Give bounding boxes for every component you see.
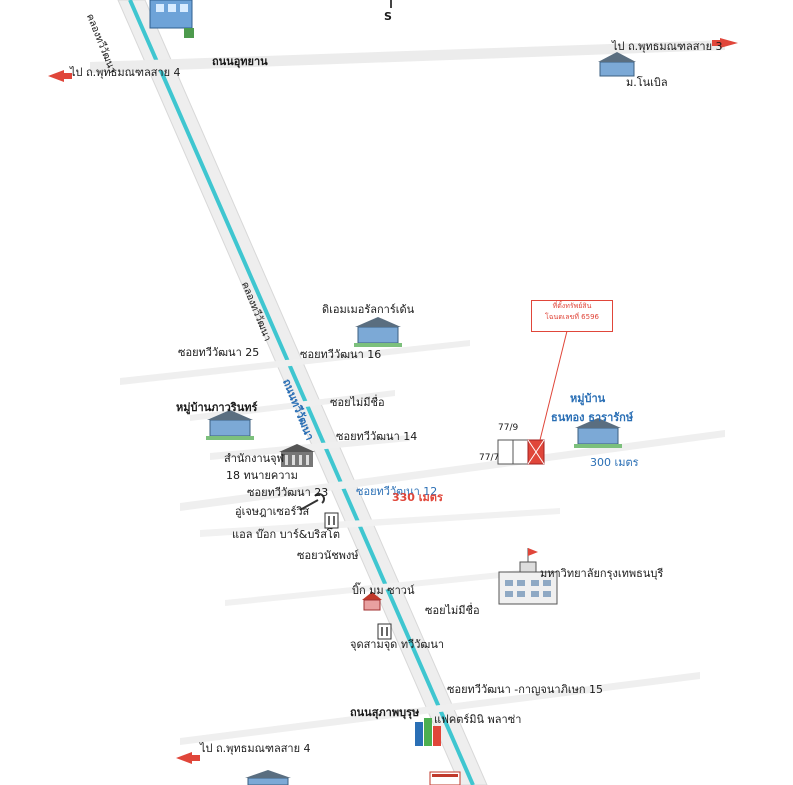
house-icon-phawarin xyxy=(206,410,254,440)
soi-wanatchapong-road xyxy=(225,570,520,606)
soi-label-wanatchapong: ซอยวนัชพงษ์ xyxy=(297,549,359,562)
place-label-monobel: ม.โนเบิล xyxy=(626,76,668,89)
soi-label-25: ซอยทวีวัฒนา 25 xyxy=(178,346,260,359)
place-label-garage: อู่เจษฎาเซอร์วิส xyxy=(235,505,310,518)
distance-label-soi12: 330 เมตร xyxy=(392,491,443,504)
arrow-left-bottom xyxy=(176,752,192,764)
place-label-university: มหาวิทยาลัยกรุงเทพธนบุรี xyxy=(540,567,664,580)
arrow-left-top-shaft xyxy=(62,73,72,79)
arrow-left-top xyxy=(48,70,64,82)
road-label-suphapburut: ถนนสุภาพบุรุษ xyxy=(350,706,420,719)
place-label-jud-sam-jud: จุดสามจุด ทวีวัฒนา xyxy=(350,638,445,651)
place-label-notary: สำนักงานจุฬ xyxy=(224,452,285,465)
place-label-village-1: หมู่บ้าน xyxy=(570,392,606,405)
soi-12-road xyxy=(180,430,725,511)
arrow-left-bottom-shaft xyxy=(190,755,200,761)
soi-label-23: ซอยทวีวัฒนา 23 xyxy=(247,486,329,499)
place-label-big-home: บิ๊ก มม ซาวน์ xyxy=(352,584,415,597)
soi-label-16: ซอยทวีวัฒนา 16 xyxy=(300,348,382,361)
place-label-mini-plaza: แฟคตร์มินิ พลาซ่า xyxy=(434,713,522,726)
house-icon-monobel xyxy=(598,52,636,77)
place-label-dm-garden: ดิเอมเมอรัลการ์เด้น xyxy=(322,303,415,316)
soi-kanchana-road xyxy=(180,672,700,745)
plot-label-b: 77/7 xyxy=(479,453,500,463)
callout-line-1: ที่ตั้งทรัพย์สิน xyxy=(552,302,592,310)
arrow-right-top-shaft xyxy=(712,40,722,46)
notary-office-icon xyxy=(279,444,315,467)
road-label-to-bm3: ไป ถ.พุทธมณฑลสาย 3 xyxy=(612,40,723,53)
store-sign-icon xyxy=(429,771,461,785)
plaza-icon xyxy=(415,718,441,746)
callout-line-2: โฉนดเลขที่ 6596 xyxy=(545,313,599,321)
house-icon-bottom xyxy=(245,770,291,785)
soi-label-14: ซอยทวีวัฒนา 14 xyxy=(336,430,418,443)
place-label-restaurant: แอล บ๊อก บาร์&บริสโต xyxy=(232,528,340,541)
office-building-icon xyxy=(149,0,194,38)
road-label-to-bm4-top: ไป ถ.พุทธมณฑลสาย 4 xyxy=(70,66,181,79)
soi-label-kanchana: ซอยทวีวัฒนา -กาญจนาภิเษก 15 xyxy=(447,683,603,696)
place-label-village-2: ธนทอง ธารารักษ์ xyxy=(551,411,634,424)
wrench-icon xyxy=(299,493,325,511)
road-label-to-bm4-bottom: ไป ถ.พุทธมณฑลสาย 4 xyxy=(200,742,311,755)
canal-line xyxy=(128,0,475,785)
soi-label-noname-2: ซอยไม่มีชื่อ xyxy=(425,604,480,617)
uthayan-road xyxy=(90,40,725,73)
store-icon xyxy=(362,592,382,611)
road-label-uthayan: ถนนอุทยาน xyxy=(212,55,268,68)
soi-noname-road xyxy=(190,390,395,421)
soi-23-road xyxy=(200,508,560,537)
soi-label-12: ซอยทวีวัฒนา 12 xyxy=(356,485,438,498)
arrow-right-top xyxy=(720,38,738,48)
distance-label-village: 300 เมตร xyxy=(590,456,639,469)
plot-label-a: 77/9 xyxy=(498,423,519,433)
soi-14-road xyxy=(210,435,410,460)
soi-label-noname-1: ซอยไม่มีชื่อ xyxy=(330,396,385,409)
compass-south: S xyxy=(384,10,392,23)
restaurant-icon-1 xyxy=(324,512,339,529)
house-icon-thanthong xyxy=(574,418,622,448)
restaurant-icon-2 xyxy=(377,623,392,640)
callout-pointer xyxy=(539,330,568,441)
property-plots xyxy=(497,439,545,465)
soi-16-road xyxy=(120,340,470,385)
place-label-phawarin: หมู่บ้านภาวรินทร์ xyxy=(176,401,258,414)
university-icon xyxy=(498,548,558,605)
house-icon-dm-garden xyxy=(354,317,402,347)
property-callout: ที่ตั้งทรัพย์สิน โฉนดเลขที่ 6596 xyxy=(531,300,613,332)
place-label-notary-sub: 18 ทนายความ xyxy=(226,469,298,482)
